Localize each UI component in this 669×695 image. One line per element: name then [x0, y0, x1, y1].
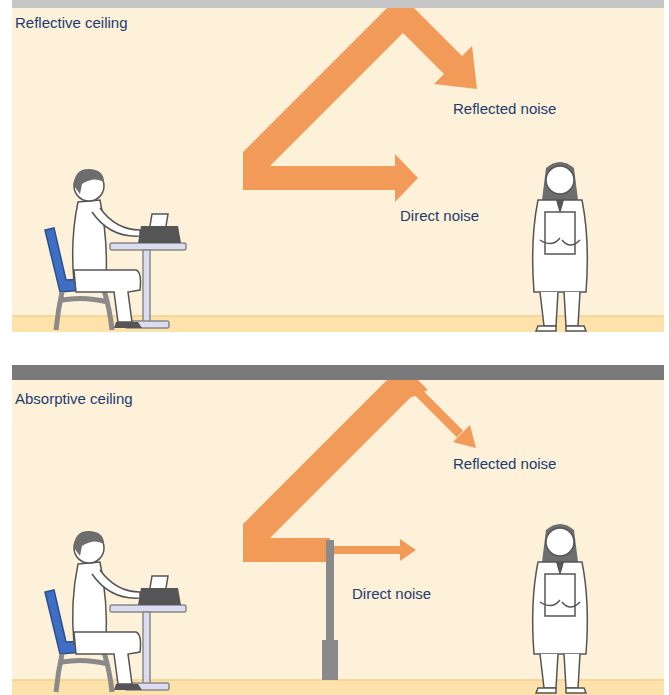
reflective-illustration — [12, 0, 664, 332]
arrow-label: Direct noise — [352, 585, 431, 602]
standing-listener — [533, 162, 588, 331]
noise-arrows — [243, 8, 477, 202]
ceiling-panel: Absorptive ceiling — [12, 365, 664, 695]
panel-heading: Absorptive ceiling — [15, 390, 133, 407]
reflected-arrow — [412, 386, 460, 434]
arrow-label: Reflected noise — [453, 100, 556, 117]
ceiling-panel: Reflective ceiling — [12, 0, 664, 332]
barrier-base — [322, 640, 338, 680]
panel-heading: Reflective ceiling — [15, 14, 128, 31]
standing-listener — [533, 524, 588, 693]
arrow-label: Direct noise — [400, 207, 479, 224]
arrow-label: Reflected noise — [453, 455, 556, 472]
seated-typist — [45, 169, 186, 330]
ceiling-bar — [12, 0, 664, 8]
barrier-pole — [326, 540, 334, 642]
absorptive-illustration — [12, 365, 664, 695]
direct-arrow — [330, 546, 402, 554]
noise-arrows — [243, 380, 428, 562]
ceiling-bar — [12, 365, 664, 380]
seated-typist — [45, 531, 186, 692]
